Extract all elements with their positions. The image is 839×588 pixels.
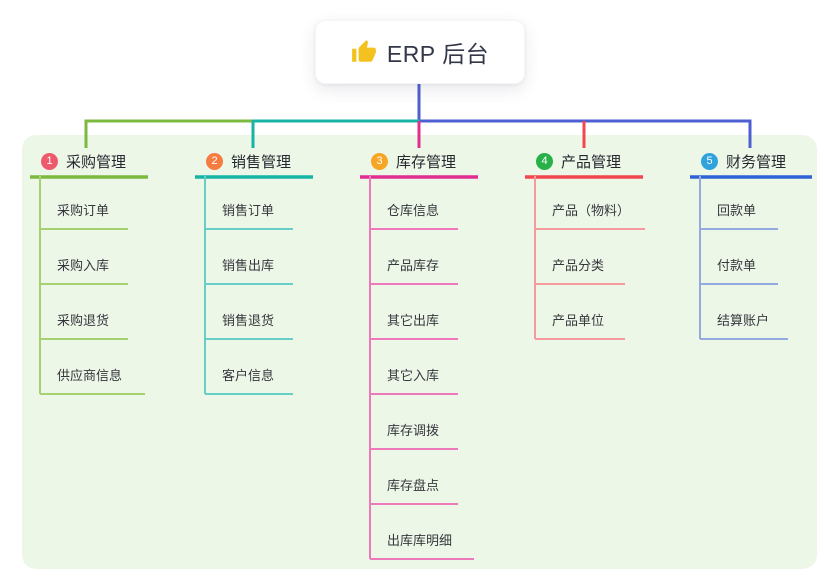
child-node[interactable]: 库存盘点 — [387, 478, 440, 493]
branch-label: 销售管理 — [231, 153, 292, 171]
thumbs-up-icon — [351, 39, 377, 65]
branch-number-badge: 2 — [206, 152, 223, 170]
branch-node-finance[interactable]: 5 财务管理 — [701, 150, 786, 172]
child-node[interactable]: 付款单 — [717, 258, 757, 273]
child-node[interactable]: 其它入库 — [387, 368, 440, 383]
child-node[interactable]: 产品单位 — [552, 313, 605, 328]
child-node[interactable]: 产品分类 — [552, 258, 605, 273]
branch-number-badge: 1 — [41, 152, 58, 170]
child-node[interactable]: 结算账户 — [717, 313, 770, 328]
child-node[interactable]: 库存调拨 — [387, 423, 440, 438]
child-node[interactable]: 销售出库 — [222, 258, 275, 273]
child-node[interactable]: 其它出库 — [387, 313, 440, 328]
branch-label: 采购管理 — [66, 153, 127, 171]
child-node[interactable]: 回款单 — [717, 203, 757, 218]
mindmap-background-panel — [22, 135, 817, 569]
branch-node-purchase[interactable]: 1 采购管理 — [41, 150, 126, 172]
child-node[interactable]: 采购入库 — [57, 258, 110, 273]
branch-node-inventory[interactable]: 3 库存管理 — [371, 150, 456, 172]
branch-node-sales[interactable]: 2 销售管理 — [206, 150, 291, 172]
branch-node-product[interactable]: 4 产品管理 — [536, 150, 621, 172]
child-node[interactable]: 仓库信息 — [387, 203, 440, 218]
child-node[interactable]: 销售退货 — [222, 313, 275, 328]
child-node[interactable]: 采购订单 — [57, 203, 110, 218]
child-node[interactable]: 产品库存 — [387, 258, 440, 273]
child-node[interactable]: 供应商信息 — [57, 368, 123, 383]
branch-label: 产品管理 — [561, 153, 622, 171]
branch-number-badge: 5 — [701, 152, 718, 170]
branch-number-badge: 4 — [536, 152, 553, 170]
child-node[interactable]: 产品（物料） — [552, 203, 631, 218]
branch-label: 财务管理 — [726, 153, 787, 171]
child-node[interactable]: 采购退货 — [57, 313, 110, 328]
root-node[interactable]: ERP 后台 — [315, 20, 525, 84]
root-title: ERP 后台 — [386, 41, 490, 67]
child-node[interactable]: 销售订单 — [222, 203, 275, 218]
child-node[interactable]: 出库库明细 — [387, 533, 453, 548]
child-node[interactable]: 客户信息 — [222, 368, 275, 383]
branch-number-badge: 3 — [371, 152, 388, 170]
branch-label: 库存管理 — [396, 153, 457, 171]
